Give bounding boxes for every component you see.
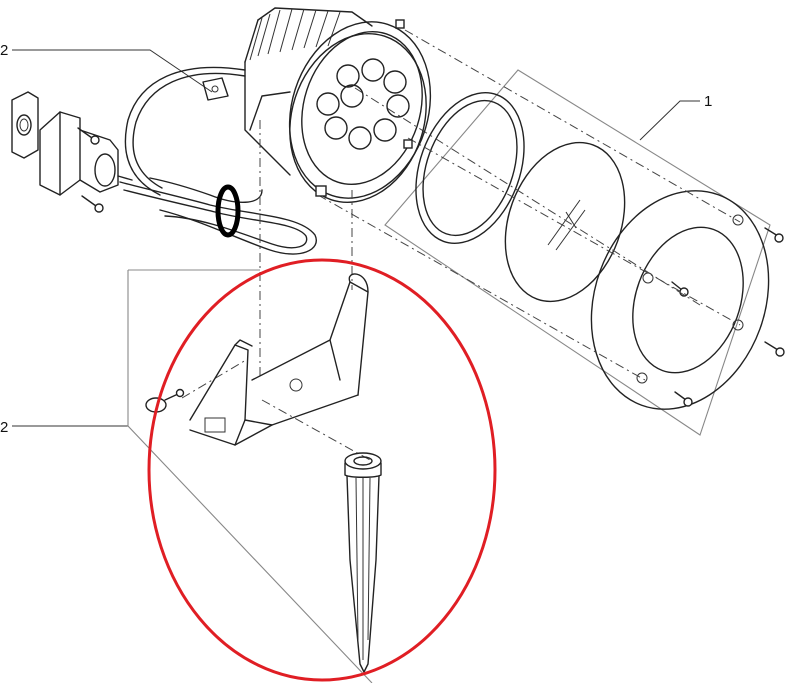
callout-label: 2 xyxy=(0,42,8,59)
callout-label: 2 xyxy=(0,419,8,436)
callout-label: 1 xyxy=(704,93,712,110)
stake-kit-frame xyxy=(127,270,373,683)
callout-2-mid: 2 xyxy=(0,419,128,436)
screw xyxy=(764,227,784,243)
mounting-bracket xyxy=(189,273,369,446)
spotlight-body xyxy=(244,7,432,203)
callout-2-top: 2 xyxy=(0,42,213,93)
glass-lens xyxy=(504,141,626,303)
bracket-knob-screw xyxy=(145,388,185,413)
power-cable xyxy=(119,66,317,255)
screw xyxy=(674,391,693,407)
screw xyxy=(764,341,785,357)
bezel-screws xyxy=(671,227,785,407)
gasket-ring xyxy=(415,92,525,244)
connector-screws xyxy=(77,127,104,213)
connector-housing xyxy=(39,111,133,196)
led-lens-array xyxy=(316,58,410,150)
front-bezel-ring xyxy=(590,190,770,410)
cable-tie-band xyxy=(215,184,241,238)
connector-plug xyxy=(11,91,39,159)
ground-stake xyxy=(344,452,382,673)
callout-1: 1 xyxy=(639,93,712,141)
highlight-ellipse xyxy=(147,258,497,682)
lens-kit-frame xyxy=(384,69,771,436)
bracket-plate xyxy=(202,77,229,101)
